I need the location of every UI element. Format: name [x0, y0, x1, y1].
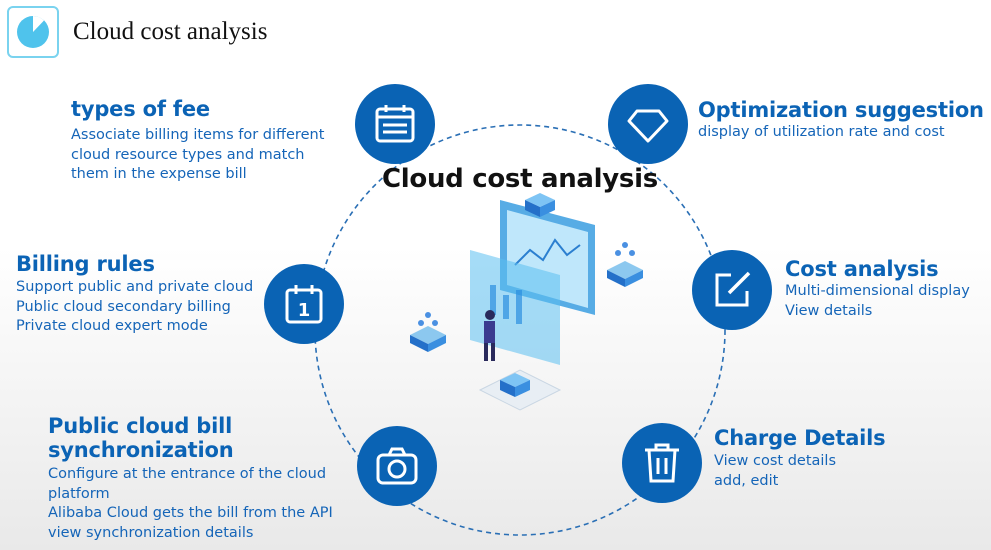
feature-line: view synchronization details	[48, 524, 254, 541]
feature-line: Configure at the entrance of the cloud	[48, 466, 327, 482]
trash-icon	[645, 443, 679, 483]
feature-title: Billing rules	[16, 252, 155, 276]
cloud-dashboard-illustration	[410, 193, 643, 411]
feature-line: them in the expense bill	[71, 166, 247, 182]
camera-icon	[376, 447, 418, 485]
svg-text:1: 1	[298, 300, 311, 321]
page-title: Cloud cost analysis	[73, 18, 268, 45]
pie-chart-icon	[17, 16, 49, 48]
optimization-node[interactable]	[608, 84, 688, 164]
feature-title: Cost analysis	[785, 257, 939, 281]
calendar-icon	[375, 105, 415, 143]
feature-title: Public cloud bill	[48, 414, 233, 438]
feature-line: Private cloud expert mode	[16, 318, 208, 334]
feature-title: Charge Details	[714, 426, 886, 450]
charge-details-node[interactable]	[622, 423, 702, 503]
feature-line: display of utilization rate and cost	[698, 124, 945, 140]
feature-title: synchronization	[48, 438, 234, 462]
info-calendar-icon: 1	[285, 285, 323, 324]
public-cloud-bill-text: Public cloud bill synchronization Config…	[48, 414, 333, 543]
billing-rules-text: Billing rules Support public and private…	[16, 252, 253, 337]
edit-icon	[715, 271, 751, 307]
feature-line: Public cloud secondary billing	[16, 298, 231, 315]
billing-rules-node[interactable]: 1	[264, 264, 344, 344]
types-of-fee-node[interactable]	[355, 84, 435, 164]
feature-line: View details	[785, 302, 873, 319]
feature-line: View cost details	[714, 453, 837, 469]
charge-details-text: Charge Details View cost details add, ed…	[714, 426, 886, 491]
feature-line: add, edit	[714, 472, 779, 489]
cost-analysis-text: Cost analysis Multi-dimensional display …	[785, 257, 970, 321]
center-title: Cloud cost analysis	[382, 164, 658, 194]
feature-title: Optimization suggestion	[698, 98, 984, 122]
feature-line: Support public and private cloud	[16, 279, 254, 295]
optimization-text: Optimization suggestion display of utili…	[698, 98, 984, 143]
public-cloud-bill-node[interactable]	[357, 426, 437, 506]
feature-line: Associate billing items for different	[71, 127, 325, 143]
header-logo	[7, 6, 59, 58]
feature-line: Multi-dimensional display	[785, 283, 970, 299]
cost-analysis-node[interactable]	[692, 250, 772, 330]
feature-line: Alibaba Cloud gets the bill from the API	[48, 505, 333, 521]
feature-line: cloud resource types and match	[71, 146, 305, 163]
feature-line: platform	[48, 485, 110, 502]
feature-title: types of fee	[71, 97, 210, 121]
types-of-fee-text: types of fee Associate billing items for…	[71, 97, 324, 185]
diamond-icon	[627, 109, 669, 143]
